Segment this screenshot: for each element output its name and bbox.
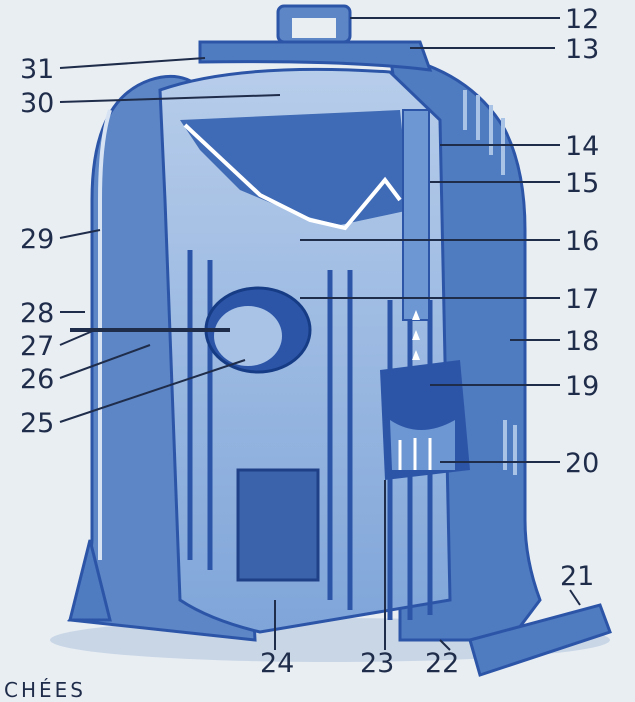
callout-24: 24 (260, 648, 294, 679)
callout-13: 13 (565, 34, 599, 65)
callout-labels: 12 13 14 15 16 17 18 19 20 21 22 23 24 2… (20, 4, 599, 679)
callout-17: 17 (565, 284, 599, 315)
callout-19: 19 (565, 371, 599, 402)
callout-14: 14 (565, 131, 599, 162)
callout-23: 23 (360, 648, 394, 679)
top-lid (198, 4, 433, 72)
callout-22: 22 (425, 648, 459, 679)
callout-15: 15 (565, 168, 599, 199)
callout-12: 12 (565, 4, 599, 35)
callout-20: 20 (565, 448, 599, 479)
callout-16: 16 (565, 226, 599, 257)
base-plate (68, 539, 612, 677)
fuel-cylinder (70, 286, 312, 374)
leader-lines (59, 17, 581, 651)
callout-30: 30 (20, 88, 54, 119)
callout-18: 18 (565, 326, 599, 357)
callout-21: 21 (560, 561, 594, 592)
callout-26: 26 (20, 364, 54, 395)
callout-29: 29 (20, 224, 54, 255)
caption-fragment: CHÉES (4, 678, 86, 702)
callout-25: 25 (20, 408, 54, 439)
callout-27: 27 (20, 331, 54, 362)
callout-31: 31 (20, 54, 54, 85)
burner-pot (380, 360, 470, 480)
callout-28: 28 (20, 298, 54, 329)
